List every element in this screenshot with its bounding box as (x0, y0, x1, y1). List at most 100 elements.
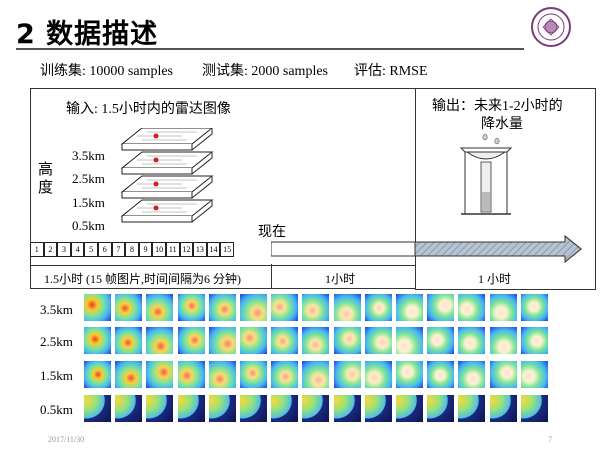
radar-image-tile (240, 327, 267, 354)
radar-image-tile (146, 327, 174, 354)
grid-row-label-2-5km: 2.5km (40, 334, 73, 349)
timeline-left-rule (30, 264, 31, 288)
radar-image-tile (396, 395, 423, 422)
frame-number-cell: 11 (165, 242, 180, 257)
rain-gauge-icon (459, 133, 513, 215)
radar-image-tile (333, 395, 361, 422)
radar-image-tile (489, 327, 517, 354)
altitude-label-3-5km: 3.5km (72, 148, 105, 163)
radar-image-tile (364, 395, 392, 422)
radar-image-tile (84, 327, 111, 354)
radar-image-tile (427, 327, 455, 354)
frame-number-cell: 14 (206, 242, 221, 257)
output-caption-line1: 输出：未来1-2小时的 (432, 99, 563, 114)
grid-row-label-3-5km: 3.5km (40, 302, 73, 317)
radar-image-tile (146, 294, 174, 321)
radar-image-tile (520, 294, 548, 321)
radar-image-tile (208, 395, 236, 422)
frame-number-cell: 10 (152, 242, 166, 257)
radar-image-tile (333, 361, 361, 388)
altitude-label-1-5km: 1.5km (72, 195, 105, 210)
radar-image-tile (115, 327, 143, 354)
radar-image-tile (364, 327, 392, 354)
radar-image-tile (427, 361, 455, 388)
frame-number-cell: 8 (125, 242, 139, 257)
radar-image-tile (364, 294, 392, 321)
radar-image-tile (427, 395, 455, 422)
radar-image-tile (302, 395, 330, 422)
radar-image-tile (84, 294, 111, 321)
radar-image-tile (458, 395, 486, 422)
input-caption: 输入: 1.5小时内的雷达图像 (66, 102, 231, 117)
slide-title: 2 数据描述 (16, 19, 159, 50)
radar-image-tile (520, 395, 548, 422)
university-logo-icon (531, 7, 571, 47)
radar-image-tile (271, 294, 299, 321)
radar-image-tile (427, 294, 455, 321)
frame-number-cell: 2 (43, 242, 58, 257)
footer-date: 2017/11/30 (48, 435, 85, 444)
radar-image-tile (177, 294, 205, 321)
frame-number-cell: 3 (57, 242, 71, 257)
radar-image-tile (489, 361, 517, 388)
radar-image-tile (458, 327, 486, 354)
now-label: 现在 (258, 225, 286, 240)
radar-image-tile (364, 361, 392, 388)
title-underline (16, 48, 524, 50)
radar-image-tile (396, 327, 423, 354)
radar-image-tile (458, 294, 486, 321)
radar-image-tile (458, 361, 486, 388)
training-set-text: 训练集: 10000 samples (40, 64, 173, 79)
radar-image-tile (146, 361, 174, 388)
duration-output: 1 小时 (478, 272, 512, 286)
radar-image-tile (115, 361, 143, 388)
frame-number-cell: 12 (179, 242, 194, 257)
output-caption-line2: 降水量 (481, 117, 523, 132)
timeline-arrow (271, 235, 582, 263)
timeline-bottom-rule (30, 288, 415, 289)
frame-number-cell: 4 (70, 242, 85, 257)
radar-image-tile (271, 327, 299, 354)
altitude-label-0-5km: 0.5km (72, 218, 105, 233)
radar-image-tile (271, 361, 299, 388)
frame-number-cell: 1 (30, 242, 44, 257)
radar-layer-stack-icon (120, 128, 214, 223)
radar-image-tile (208, 327, 236, 354)
height-label-1: 高 (38, 162, 54, 178)
frame-number-cell: 15 (220, 242, 234, 257)
radar-image-tile (240, 395, 267, 422)
radar-image-tile (208, 294, 236, 321)
radar-image-tile (489, 294, 517, 321)
timeline-mid-rule (271, 264, 272, 288)
radar-image-tile (520, 327, 548, 354)
radar-image-tile (333, 327, 361, 354)
metric-text: 评估: RMSE (354, 64, 428, 79)
radar-image-tile (240, 294, 267, 321)
radar-image-tile (84, 361, 111, 388)
radar-image-tile (302, 294, 330, 321)
altitude-label-2-5km: 2.5km (72, 171, 105, 186)
middle-panel (271, 88, 416, 266)
frame-number-cell: 13 (193, 242, 207, 257)
frame-number-cell: 6 (97, 242, 112, 257)
radar-image-tile (240, 361, 267, 388)
radar-image-tile (177, 327, 205, 354)
radar-image-tile (396, 294, 423, 321)
radar-image-tile (333, 294, 361, 321)
frame-number-cell: 7 (111, 242, 126, 257)
radar-image-tile (177, 395, 205, 422)
radar-image-tile (146, 395, 174, 422)
radar-image-tile (302, 327, 330, 354)
test-set-text: 测试集: 2000 samples (202, 64, 328, 79)
footer-page-number: 7 (548, 435, 552, 444)
duration-input: 1.5小时 (15 帧图片,时间间隔为6 分钟) (44, 272, 241, 286)
radar-image-tile (115, 395, 143, 422)
radar-image-tile (489, 395, 517, 422)
frame-number-cell: 5 (84, 242, 98, 257)
radar-image-tile (115, 294, 143, 321)
frame-number-cell: 9 (138, 242, 153, 257)
grid-row-label-0-5km: 0.5km (40, 402, 73, 417)
height-label-2: 度 (38, 180, 54, 196)
radar-image-tile (84, 395, 111, 422)
